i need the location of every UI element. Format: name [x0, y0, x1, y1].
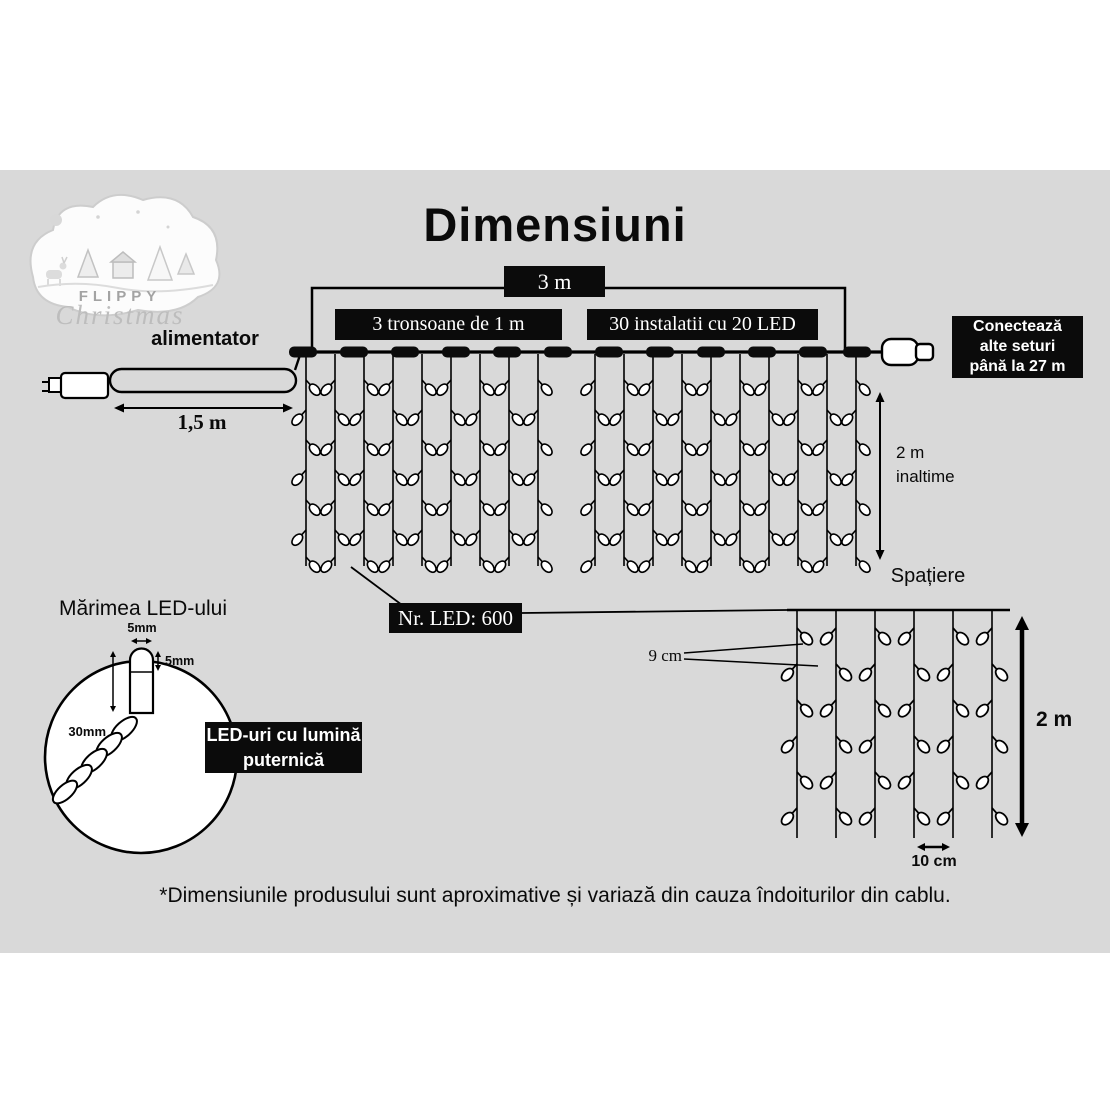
led-dome-height-label: 5mm — [165, 654, 195, 668]
power-adapter-icon — [42, 371, 110, 400]
page-title: Dimensiuni — [423, 198, 687, 251]
connect-note-box: Conectează alte seturi până la 27 m — [952, 316, 1083, 378]
height-note: 2 m inaltime — [896, 443, 955, 486]
led-size-title: Mărimea LED-ului — [58, 597, 228, 620]
spacing-gap-pointers — [683, 643, 819, 667]
main-curtain-strings — [291, 354, 871, 574]
end-plug-icon — [880, 337, 935, 367]
led-count-pointer-left — [350, 566, 403, 606]
brand-logo-icon — [29, 193, 221, 317]
spacing-title: Spațiere — [890, 565, 966, 587]
lead-length-label: 1,5 m — [177, 410, 227, 434]
sections-box: 3 tronsoane de 1 m — [335, 309, 562, 340]
adapter-label: alimentator — [151, 328, 259, 350]
dimension-arrows — [110, 392, 1029, 851]
spacing-curtain-strings — [780, 610, 1009, 838]
led-callout-box: LED-uri cu lumină puternică — [205, 722, 362, 773]
spacing-led-gap-label: 9 cm — [648, 646, 682, 665]
brand-script: Christmas — [55, 300, 185, 330]
brand-name: FLIPPY — [78, 288, 162, 305]
installations-box: 30 instalatii cu 20 LED — [587, 309, 818, 340]
led-top-width-label: 5mm — [127, 621, 157, 635]
footnote: *Dimensiunile produsului sunt aproximati… — [159, 884, 951, 907]
led-count-pointer-right — [521, 609, 788, 614]
cable-connectors — [289, 346, 871, 358]
led-body-length-label: 30mm — [68, 724, 106, 739]
led-bulb — [128, 647, 155, 715]
total-width-box: 3 m — [504, 266, 605, 297]
spacing-string-gap-label: 10 cm — [911, 853, 957, 870]
spacing-height-label: 2 m — [1036, 708, 1073, 731]
lead-coil — [108, 367, 298, 394]
twisted-wire — [51, 715, 138, 805]
led-count-box: Nr. LED: 600 — [389, 603, 522, 633]
